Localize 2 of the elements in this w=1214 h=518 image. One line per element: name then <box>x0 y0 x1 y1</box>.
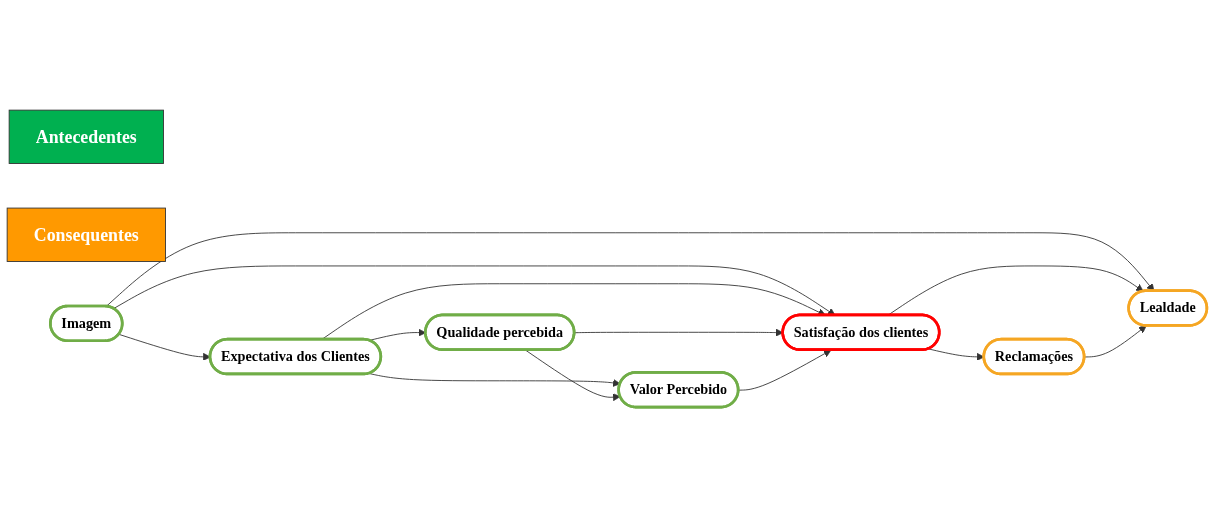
node-box: Antecedentes <box>8 110 164 165</box>
node-box: Consequentes <box>6 208 166 263</box>
